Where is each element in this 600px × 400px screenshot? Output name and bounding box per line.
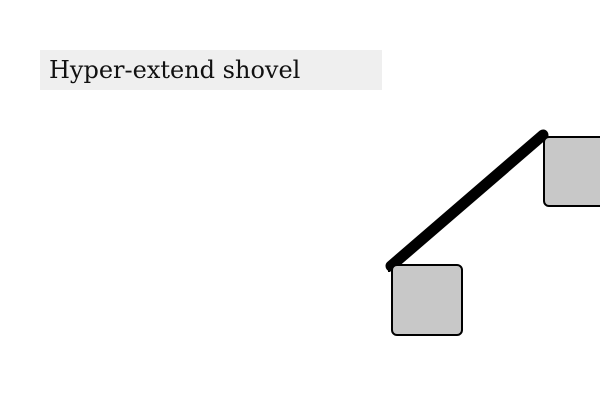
upper-block[interactable] <box>543 136 600 207</box>
lower-block[interactable] <box>391 264 463 336</box>
task-instruction: Hyper-extend shovel <box>40 50 382 90</box>
arm-segment <box>385 129 549 272</box>
